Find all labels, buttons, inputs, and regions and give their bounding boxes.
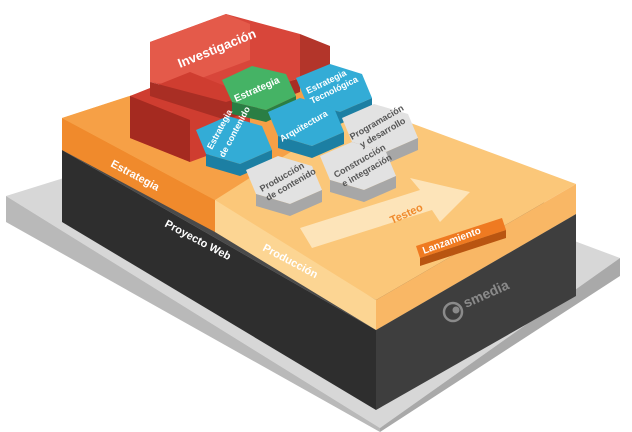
smedia-logo-icon	[442, 301, 464, 323]
hex-estrategia-contenido	[196, 116, 272, 176]
hex-construccion	[320, 142, 396, 202]
lanzamiento-tag	[416, 218, 506, 266]
hex-estrategia	[222, 66, 296, 122]
testeo-arrow	[300, 178, 470, 248]
hex-arquitectura	[268, 98, 344, 158]
hex-produccion-contenido	[246, 156, 322, 216]
